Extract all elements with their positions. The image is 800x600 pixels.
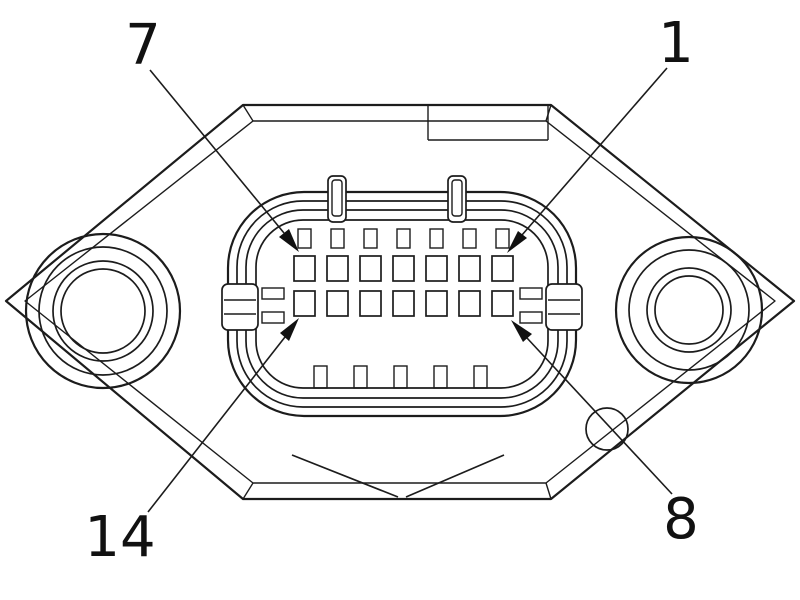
left-key-block [261, 311, 285, 324]
right-wing [545, 283, 583, 331]
arrowhead-1 [507, 231, 527, 253]
leader-line-14 [147, 336, 286, 513]
pin-square-5 [359, 255, 382, 282]
arrowhead-8 [511, 320, 532, 342]
bottom-polarization-ribs [313, 365, 488, 389]
housing-bottom-v-groove [291, 454, 505, 498]
housing-top-notch [427, 105, 549, 141]
pin-square-6 [326, 255, 349, 282]
leader-line-7 [149, 69, 285, 234]
callout-label-7: 7 [125, 13, 161, 78]
right-key-block [519, 287, 543, 300]
side-keying-wings [221, 283, 583, 331]
leader-line-8 [526, 337, 673, 495]
pin-square-1 [491, 255, 514, 282]
pin-square-8 [491, 290, 514, 317]
callout-label-8: 8 [663, 487, 699, 552]
top-polarization-ribs [297, 228, 510, 249]
pin-square-3 [425, 255, 448, 282]
top-latch-tabs [327, 175, 467, 223]
callout-pin-8: 8 [511, 320, 699, 552]
pin-square-9 [458, 290, 481, 317]
callout-pin-7: 7 [125, 13, 299, 252]
left-mounting-boss [24, 232, 182, 390]
housing-corner-ticks [242, 104, 552, 500]
connector-shroud [226, 190, 578, 418]
left-key-block [261, 287, 285, 300]
housing-outer-contour [4, 103, 796, 501]
right-key-block [519, 311, 543, 324]
callout-pin-14: 14 [84, 318, 299, 570]
left-wing [221, 283, 259, 331]
pin-square-11 [392, 290, 415, 317]
pin-square-7 [293, 255, 316, 282]
connector-housing [4, 103, 796, 501]
housing-inner-contour [24, 120, 776, 484]
pin-square-13 [326, 290, 349, 317]
pin-row-top [293, 255, 514, 282]
arrowhead-7 [279, 229, 299, 252]
callout-pin-1: 1 [507, 11, 694, 253]
leader-line-1 [521, 67, 668, 236]
pin-row-bottom [293, 290, 514, 317]
right-mounting-boss [614, 235, 764, 385]
pin-square-10 [425, 290, 448, 317]
callout-label-1: 1 [658, 11, 694, 76]
drain-hole [585, 407, 629, 451]
pin-square-14 [293, 290, 316, 317]
latch-tab-right [447, 175, 467, 223]
pin-square-4 [392, 255, 415, 282]
arrowhead-14 [280, 318, 299, 341]
callout-label-14: 14 [84, 505, 155, 570]
latch-tab-left [327, 175, 347, 223]
pin-square-2 [458, 255, 481, 282]
pin-square-12 [359, 290, 382, 317]
